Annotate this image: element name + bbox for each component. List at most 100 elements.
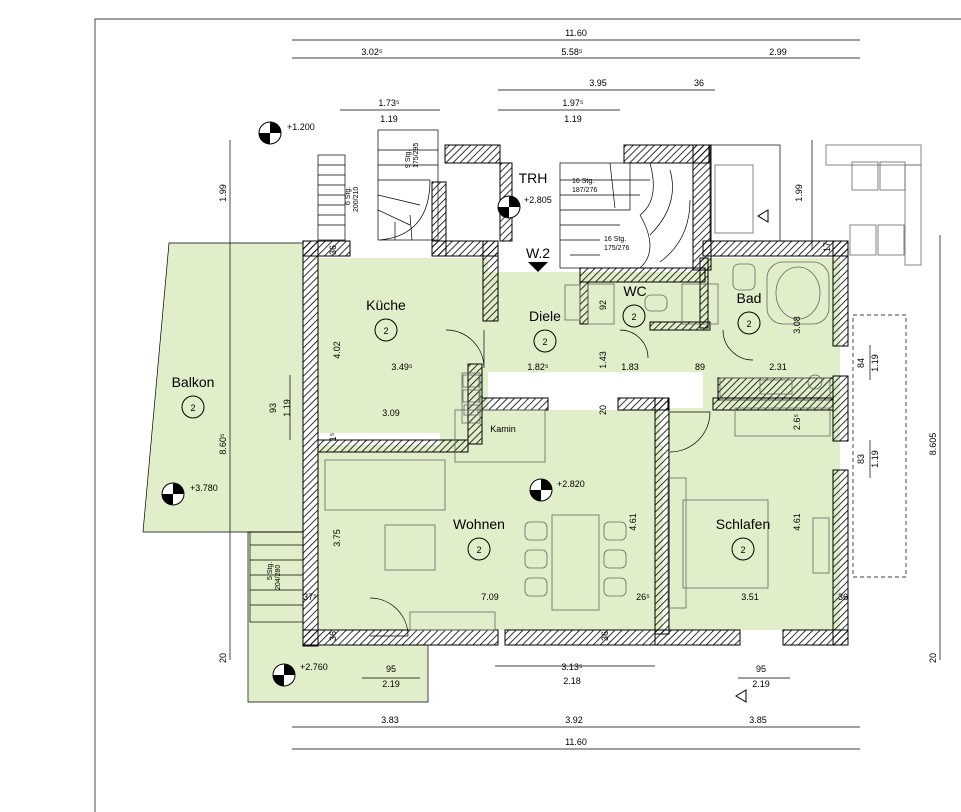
dim-label: 37⁵ — [303, 592, 317, 602]
dim-label: 1.73⁵ — [378, 98, 400, 108]
dim-label: 5.58⁵ — [561, 47, 583, 57]
dim-label: 3.08 — [792, 316, 802, 334]
dim-label: 8.605 — [928, 433, 938, 456]
dim-label: 36 — [694, 78, 704, 88]
room-kueche: Küche 2 — [366, 297, 406, 342]
stair-note: 5 Stg. — [267, 562, 274, 580]
room-badge: 2 — [746, 319, 751, 329]
dim-label: 1⁵ — [328, 432, 338, 441]
sheet-frame — [94, 18, 961, 812]
dim-label: 2.31 — [769, 362, 787, 372]
walls — [302, 144, 849, 647]
dim-label: 93 — [268, 403, 278, 413]
dim-label: 1.19 — [564, 114, 582, 124]
floor-fills — [143, 243, 840, 702]
room-diele: Diele 2 — [529, 308, 561, 353]
dim-label: 3.09 — [382, 408, 400, 418]
dim-label: 84 — [856, 358, 866, 368]
dim-label: 1.43 — [598, 351, 608, 369]
dim-label: 20 — [218, 653, 228, 663]
dim-label: 3.75 — [332, 529, 342, 547]
room-bad: Bad 2 — [737, 290, 761, 335]
room-name: Diele — [529, 308, 561, 324]
room-badge: 2 — [190, 403, 195, 413]
dim-label: 1.19 — [870, 354, 880, 372]
level-marker: +2.805 — [497, 195, 552, 219]
dim-label: 20 — [598, 405, 608, 415]
dim-label: 20 — [928, 653, 938, 663]
dim-label: 36 — [600, 631, 610, 641]
level-value: +2.820 — [557, 479, 585, 489]
room-badge: 2 — [740, 545, 745, 555]
room-wc: WC 2 — [622, 283, 647, 328]
room-name: Küche — [366, 297, 406, 313]
dim-label: 1.99 — [794, 184, 804, 202]
room-name: Balkon — [172, 374, 215, 390]
room-badge: 2 — [476, 545, 481, 555]
dim-label: 36 — [328, 245, 338, 255]
trh-label: TRH — [519, 170, 548, 186]
dim-label: 95 — [756, 664, 766, 674]
dim-label: 4.61 — [792, 513, 802, 531]
w2-marker-icon — [528, 262, 548, 272]
dim-label: 7.09 — [481, 592, 499, 602]
dim-label: 4.02 — [332, 341, 342, 359]
section-arrow-icon — [757, 209, 769, 223]
section-arrow-icon — [735, 689, 747, 703]
dim-label: 3.85 — [749, 715, 767, 725]
stair-note: 16 Stg. — [572, 178, 594, 185]
stair-note: 175/276 — [604, 245, 629, 252]
stair-note: 16 Stg. — [604, 236, 626, 243]
level-marker: +2.760 — [272, 662, 328, 687]
room-badge: 2 — [631, 312, 636, 322]
dim-label: 3.49⁵ — [391, 362, 413, 372]
level-value: +1.200 — [287, 122, 315, 132]
level-value: +3.780 — [190, 483, 218, 493]
dim-label: 8.60⁵ — [218, 433, 228, 455]
dim-label: 2.19 — [382, 679, 400, 689]
stair-note: 175/295 — [413, 143, 420, 168]
dim-label: 36 — [838, 592, 848, 602]
w2-label: W.2 — [526, 245, 550, 261]
dim-label: 1.99 — [218, 184, 228, 202]
level-marker: +1.200 — [258, 121, 315, 145]
dim-label: 1.97⁵ — [562, 98, 584, 108]
stair-note: 9 Stg. — [405, 150, 412, 168]
dim-label: 89 — [695, 362, 705, 372]
dim-label: 17 — [822, 242, 832, 252]
dim-label: 1.19 — [870, 450, 880, 468]
level-value: +2.805 — [524, 195, 552, 205]
dim-label: 3.83 — [381, 715, 399, 725]
stair-note: 187/276 — [572, 187, 597, 194]
furniture — [324, 144, 922, 631]
level-marker: +2.820 — [529, 478, 585, 502]
dim-label: 83 — [856, 454, 866, 464]
kamin-label: Kamin — [490, 424, 516, 434]
dim-label: 1.82⁵ — [527, 362, 549, 372]
room-schlafen: Schlafen 2 — [716, 516, 770, 561]
stair-note: 204/280 — [275, 565, 282, 590]
dim-label: 11.60 — [565, 737, 587, 747]
dim-label: 92 — [598, 300, 608, 310]
dim-label: 3.95 — [589, 78, 607, 88]
dimension-lines — [229, 39, 941, 750]
room-name: Wohnen — [453, 516, 505, 532]
dim-label: 26⁵ — [636, 592, 650, 602]
dim-label: 95 — [386, 664, 396, 674]
dim-label: 2.99 — [769, 47, 787, 57]
stair-note: 6 Stg. — [345, 187, 352, 205]
dim-label: 2.6⁵ — [792, 414, 802, 431]
dim-label: 1.83 — [621, 362, 639, 372]
dim-label: 3.51 — [741, 592, 759, 602]
dim-label: 3.92 — [565, 715, 583, 725]
dim-label: 36 — [328, 631, 338, 641]
dim-label: 1.19 — [282, 399, 292, 417]
stair-note: 200/210 — [353, 187, 360, 212]
dim-label: 2.18 — [563, 676, 581, 686]
room-balkon: Balkon 2 — [172, 374, 215, 419]
dim-label: 3.02⁵ — [361, 47, 383, 57]
level-value: +2.760 — [300, 662, 328, 672]
room-badge: 2 — [542, 337, 547, 347]
level-marker: +3.780 — [161, 482, 218, 506]
room-name: WC — [623, 283, 646, 299]
